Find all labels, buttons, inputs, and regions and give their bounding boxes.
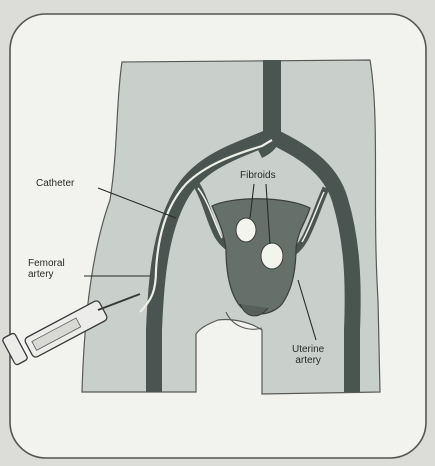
- fibroids-label: Fibroids: [240, 170, 276, 181]
- femoral-artery-label: Femoral artery: [28, 258, 65, 280]
- catheter-label: Catheter: [36, 178, 74, 189]
- uterine-artery-label: Uterine artery: [292, 344, 324, 366]
- fibroid-upper: [236, 218, 256, 242]
- fibroid-lower: [261, 243, 283, 269]
